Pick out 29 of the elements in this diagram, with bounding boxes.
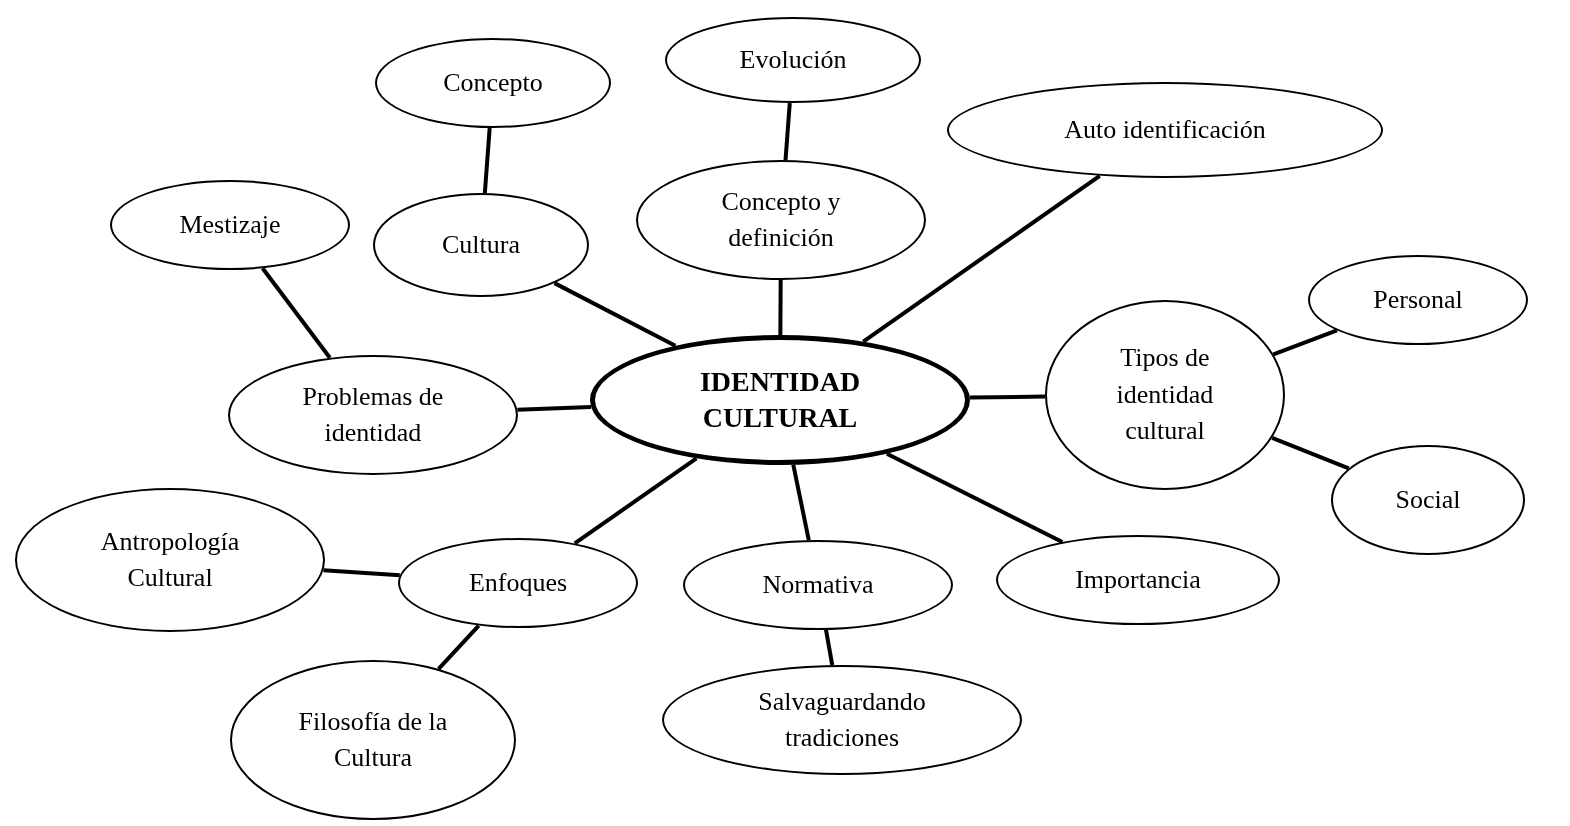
- connector-line: [553, 281, 677, 348]
- connector-line: [824, 629, 835, 666]
- node-label: Tipos de identidad cultural: [1115, 342, 1215, 448]
- node-label: Mestizaje: [179, 208, 281, 241]
- node-label: Evolución: [739, 43, 847, 76]
- node-label: Concepto y definición: [720, 185, 842, 254]
- node-label: Importancia: [1075, 563, 1201, 596]
- node-label: Social: [1395, 483, 1461, 516]
- connector-line: [886, 451, 1064, 544]
- node-label: IDENTIDAD CULTURAL: [698, 364, 862, 435]
- node-label: Problemas de identidad: [301, 380, 445, 449]
- connector-line: [323, 568, 400, 578]
- node-label: Auto identificación: [1064, 113, 1266, 146]
- node-label: Personal: [1373, 283, 1463, 316]
- node-label: Salvaguardando tradiciones: [757, 685, 927, 754]
- connector-line: [791, 464, 811, 541]
- connector-line: [783, 102, 792, 161]
- node-label: Filosofía de la Cultura: [297, 705, 449, 774]
- connector-line: [517, 404, 592, 412]
- connector-line: [573, 456, 698, 545]
- connector-line: [778, 280, 783, 335]
- node-label: Normativa: [762, 568, 874, 601]
- connector-line: [969, 394, 1046, 400]
- connector-line: [1271, 435, 1350, 471]
- node-label: Cultura: [442, 228, 520, 261]
- node-label: Antropología Cultural: [99, 525, 241, 594]
- connector-line: [482, 127, 492, 194]
- node-label: Enfoques: [468, 566, 568, 599]
- node-label: Concepto: [443, 66, 543, 99]
